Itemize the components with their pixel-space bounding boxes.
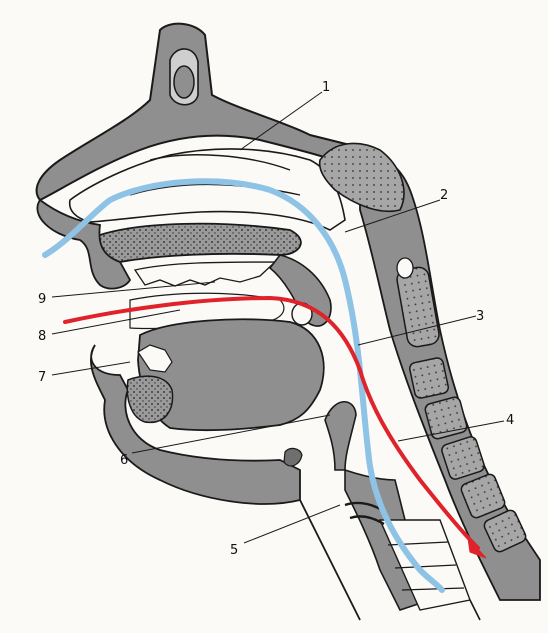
hyoid-bone [284,448,302,466]
label-4: 4 [506,413,514,428]
label-8: 8 [38,329,46,344]
label-6: 6 [120,453,128,468]
label-7: 7 [38,370,46,385]
vertebra [409,357,450,399]
label-2: 2 [440,188,448,203]
label-1: 1 [322,80,330,95]
upper-teeth [135,262,275,286]
label-9: 9 [38,292,46,307]
epiglottis [325,402,356,470]
leader-line-5 [244,505,340,543]
hard-palate [97,224,301,262]
mandible [127,376,172,422]
neck-back-contour [470,600,480,620]
label-3: 3 [476,309,484,324]
frontal-sinus-inner [174,66,194,98]
label-5: 5 [230,543,238,558]
atlas-process [397,258,413,278]
